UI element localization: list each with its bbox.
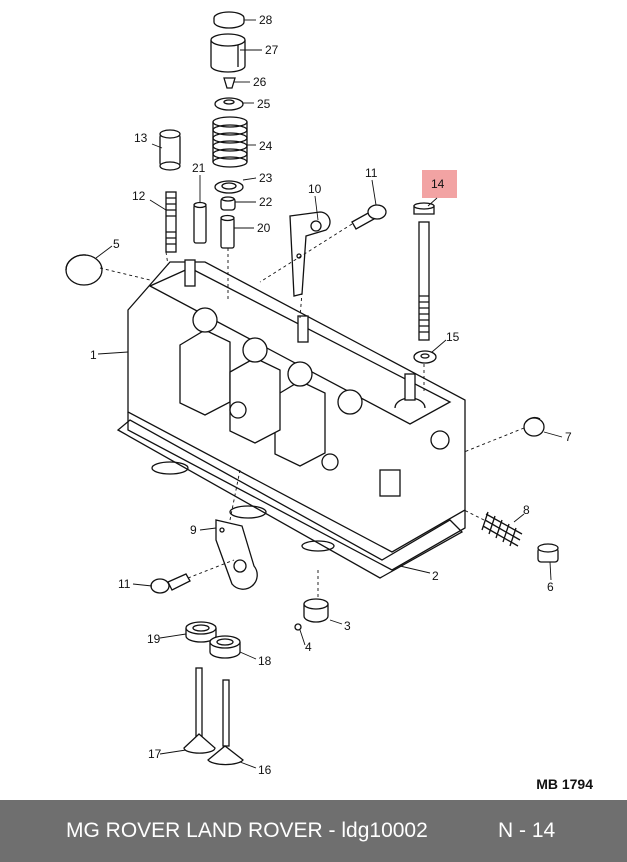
stud-12 (165, 191, 177, 253)
callout-28[interactable]: 28 (259, 13, 273, 27)
spring-cap-25 (214, 97, 244, 111)
head-bolt-14 (413, 202, 435, 341)
washer-15 (413, 350, 437, 364)
callout-19[interactable]: 19 (147, 632, 161, 646)
valve-stem-seal-22 (220, 196, 236, 211)
bolt-11-top (351, 204, 387, 230)
callout-highlight-14 (422, 170, 457, 198)
callout-21[interactable]: 21 (192, 161, 206, 175)
callout-26[interactable]: 26 (253, 75, 267, 89)
callout-13[interactable]: 13 (134, 131, 148, 145)
valve-spring-24 (212, 116, 248, 168)
callout-25[interactable]: 25 (257, 97, 271, 111)
dowel-sleeve-13 (159, 129, 181, 171)
callout-16[interactable]: 16 (258, 763, 272, 777)
callout-27[interactable]: 27 (265, 43, 279, 57)
cylinder-head-exploded-diagram: 28 27 26 25 24 23 22 21 20 13 12 5 1 10 … (65, 11, 572, 777)
valve-cap-28 (213, 11, 245, 29)
lifting-bracket-10 (289, 211, 331, 297)
valve-guide-20 (220, 214, 235, 249)
callout-2[interactable]: 2 (432, 569, 439, 583)
tappet-bucket-27 (210, 33, 246, 73)
callout-20[interactable]: 20 (257, 221, 271, 235)
bolt-11-bottom (150, 573, 191, 594)
core-plug-5 (65, 254, 103, 286)
callout-3[interactable]: 3 (344, 619, 351, 633)
plug-3 (303, 598, 329, 623)
valve-guide-21 (193, 201, 207, 244)
spring-seat-23 (214, 180, 244, 194)
valve-seat-18 (209, 635, 241, 659)
cylinder-head-1 (127, 259, 466, 571)
callout-12[interactable]: 12 (132, 189, 146, 203)
callout-8[interactable]: 8 (523, 503, 530, 517)
callout-24[interactable]: 24 (259, 139, 273, 153)
valve-16 (207, 679, 244, 766)
leader-lines (95, 19, 563, 769)
ball-4 (294, 623, 302, 631)
footer-bar: MG ROVER LAND ROVER - ldg10002 N - 14 (0, 800, 627, 862)
head-gasket-2 (116, 419, 464, 579)
callout-9[interactable]: 9 (190, 523, 197, 537)
callout-5[interactable]: 5 (113, 237, 120, 251)
callout-15[interactable]: 15 (446, 330, 460, 344)
callout-11-bottom[interactable]: 11 (118, 577, 131, 591)
valve-17 (183, 667, 216, 754)
spring-8 (481, 511, 523, 547)
callout-7[interactable]: 7 (565, 430, 572, 444)
callout-11-top[interactable]: 11 (365, 166, 378, 180)
footer-title: MG ROVER LAND ROVER - ldg10002 (66, 819, 428, 842)
plug-7 (523, 416, 545, 437)
footer-part-code: N - 14 (498, 819, 556, 842)
callout-10[interactable]: 10 (308, 182, 322, 196)
callout-4[interactable]: 4 (305, 640, 312, 654)
callout-labels: 28 27 26 25 24 23 22 21 20 13 12 5 1 10 … (90, 13, 572, 777)
callout-14[interactable]: 14 (431, 177, 445, 191)
callout-18[interactable]: 18 (258, 654, 272, 668)
callout-23[interactable]: 23 (259, 171, 273, 185)
diagram-reference-code: MB 1794 (536, 776, 593, 792)
callout-1[interactable]: 1 (90, 348, 97, 362)
lifting-bracket-9 (215, 519, 258, 590)
callout-17[interactable]: 17 (148, 747, 162, 761)
callout-6[interactable]: 6 (547, 580, 554, 594)
collet-26 (223, 77, 236, 89)
callout-22[interactable]: 22 (259, 195, 273, 209)
plug-6 (537, 543, 559, 563)
